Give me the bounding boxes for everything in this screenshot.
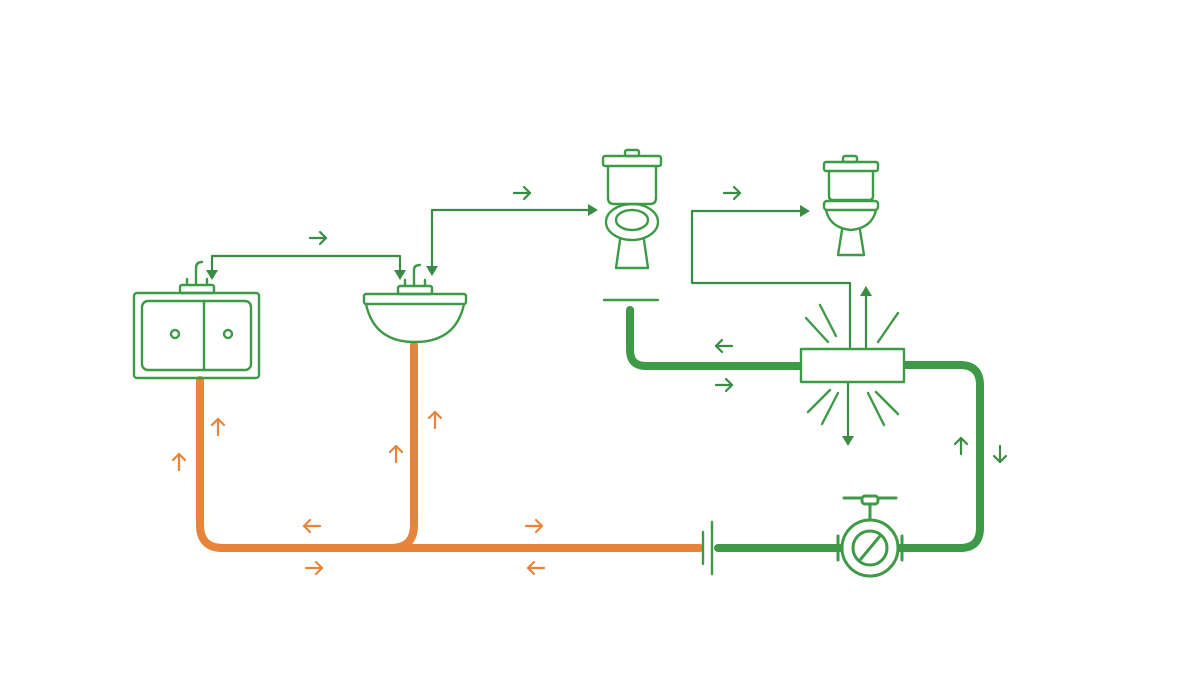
flow-arrow-left	[526, 560, 546, 576]
line-basin-to-toilet	[430, 208, 592, 270]
toilet-icon	[601, 148, 663, 302]
line-to-toilet-2	[690, 209, 852, 285]
drain-flow-arrows	[308, 185, 1008, 464]
flow-arrow-up	[388, 444, 404, 464]
arrowhead-down	[394, 270, 406, 280]
flow-arrow-down	[992, 444, 1008, 464]
drain-pipe-network	[626, 306, 984, 552]
flow-arrow-right	[308, 230, 328, 246]
valve-icon	[836, 494, 904, 578]
arrowhead-up	[860, 286, 872, 296]
line-kitchen-to-basin	[210, 254, 402, 274]
supply-pipe-network	[196, 341, 704, 552]
manifold-icon	[799, 303, 906, 427]
arrowhead-down	[842, 436, 854, 446]
kitchen-sink-icon	[132, 260, 261, 380]
arrowhead-down	[206, 270, 218, 280]
supply-pipe-kitchen-riser	[196, 376, 704, 552]
flow-arrow-right	[512, 185, 532, 201]
arrowhead-right	[800, 205, 810, 217]
flow-arrow-up	[171, 452, 187, 472]
flow-arrow-right	[524, 518, 544, 534]
arrowhead-right	[588, 204, 598, 216]
bathroom-sink-icon	[362, 263, 468, 344]
thin-supply-lines	[210, 208, 868, 442]
flow-arrow-up	[953, 436, 969, 456]
flow-arrow-right	[304, 560, 324, 576]
flow-arrow-right	[714, 377, 734, 393]
arrowhead-down	[426, 266, 438, 276]
flow-arrow-right	[722, 185, 742, 201]
coupling-icon	[701, 520, 714, 576]
supply-flow-arrows	[171, 410, 546, 576]
main-pipe-loop	[894, 361, 984, 552]
toilet-icon	[822, 154, 880, 257]
drain-pipe-toilet	[626, 306, 804, 370]
flow-arrow-left	[302, 518, 322, 534]
flow-arrow-up	[210, 417, 226, 437]
supply-pipe-bathroom-riser	[387, 341, 418, 552]
line-arrowheads	[206, 204, 872, 446]
flow-arrow-up	[427, 410, 443, 430]
flow-arrow-left	[714, 338, 734, 354]
